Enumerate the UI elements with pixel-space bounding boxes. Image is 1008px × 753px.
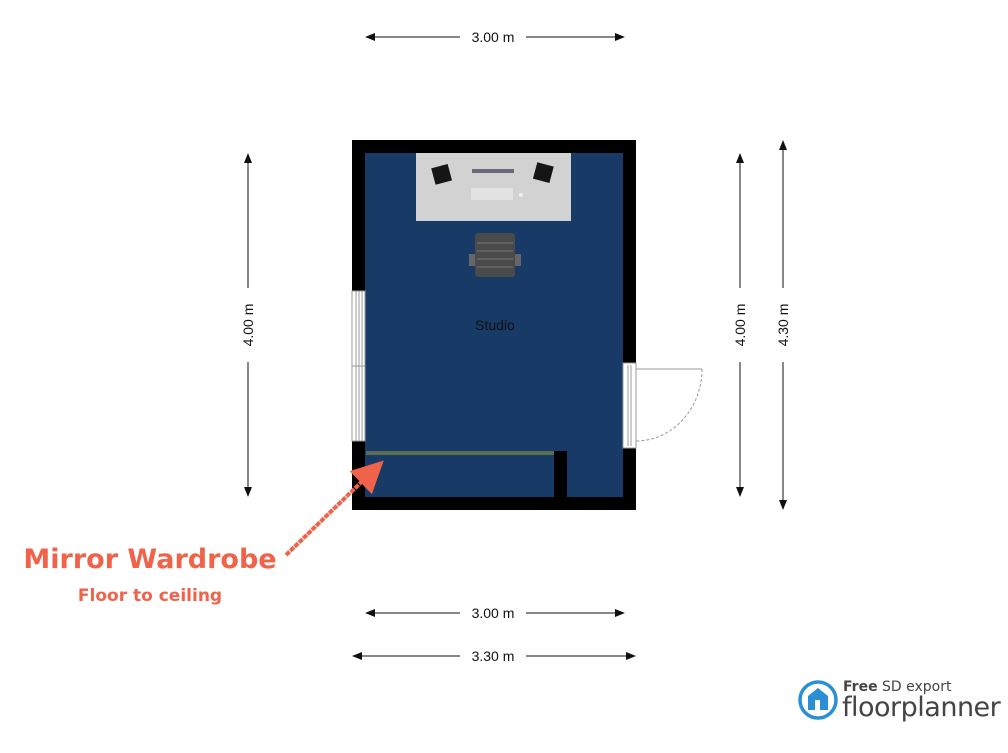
svg-text:4.30 m: 4.30 m: [775, 304, 791, 347]
dimension-left: 4.00 m: [240, 153, 256, 497]
svg-text:3.00 m: 3.00 m: [472, 29, 515, 45]
svg-text:4.00 m: 4.00 m: [732, 304, 748, 347]
window: [351, 290, 366, 442]
svg-text:3.30 m: 3.30 m: [472, 648, 515, 664]
svg-text:4.00 m: 4.00 m: [240, 304, 256, 347]
dimension-top: 3.00 m: [365, 29, 625, 45]
dimension-right-outer: 4.30 m: [775, 140, 791, 510]
wardrobe-mirror: [366, 451, 554, 455]
brand-name: floorplanner: [842, 692, 1001, 723]
wardrobe-partition: [554, 451, 567, 497]
dimension-right-inner: 4.00 m: [732, 153, 748, 497]
floorplanner-logo-icon: [798, 680, 838, 720]
room-label: Studio: [475, 317, 515, 333]
brand-tagline: Free SD export: [843, 679, 951, 695]
desk: [416, 153, 571, 221]
door: [622, 362, 703, 449]
brand-tag-bold: Free: [843, 679, 878, 695]
office-chair: [469, 233, 521, 277]
dimension-bottom-inner: 3.00 m: [365, 605, 625, 621]
brand-tag-rest: SD export: [882, 679, 952, 695]
dimension-bottom-outer: 3.30 m: [352, 648, 636, 664]
annotation-arrow: [284, 460, 384, 557]
annotation-title: Mirror Wardrobe: [23, 544, 277, 575]
annotation-subtitle: Floor to ceiling: [77, 586, 223, 606]
svg-text:3.00 m: 3.00 m: [472, 605, 515, 621]
